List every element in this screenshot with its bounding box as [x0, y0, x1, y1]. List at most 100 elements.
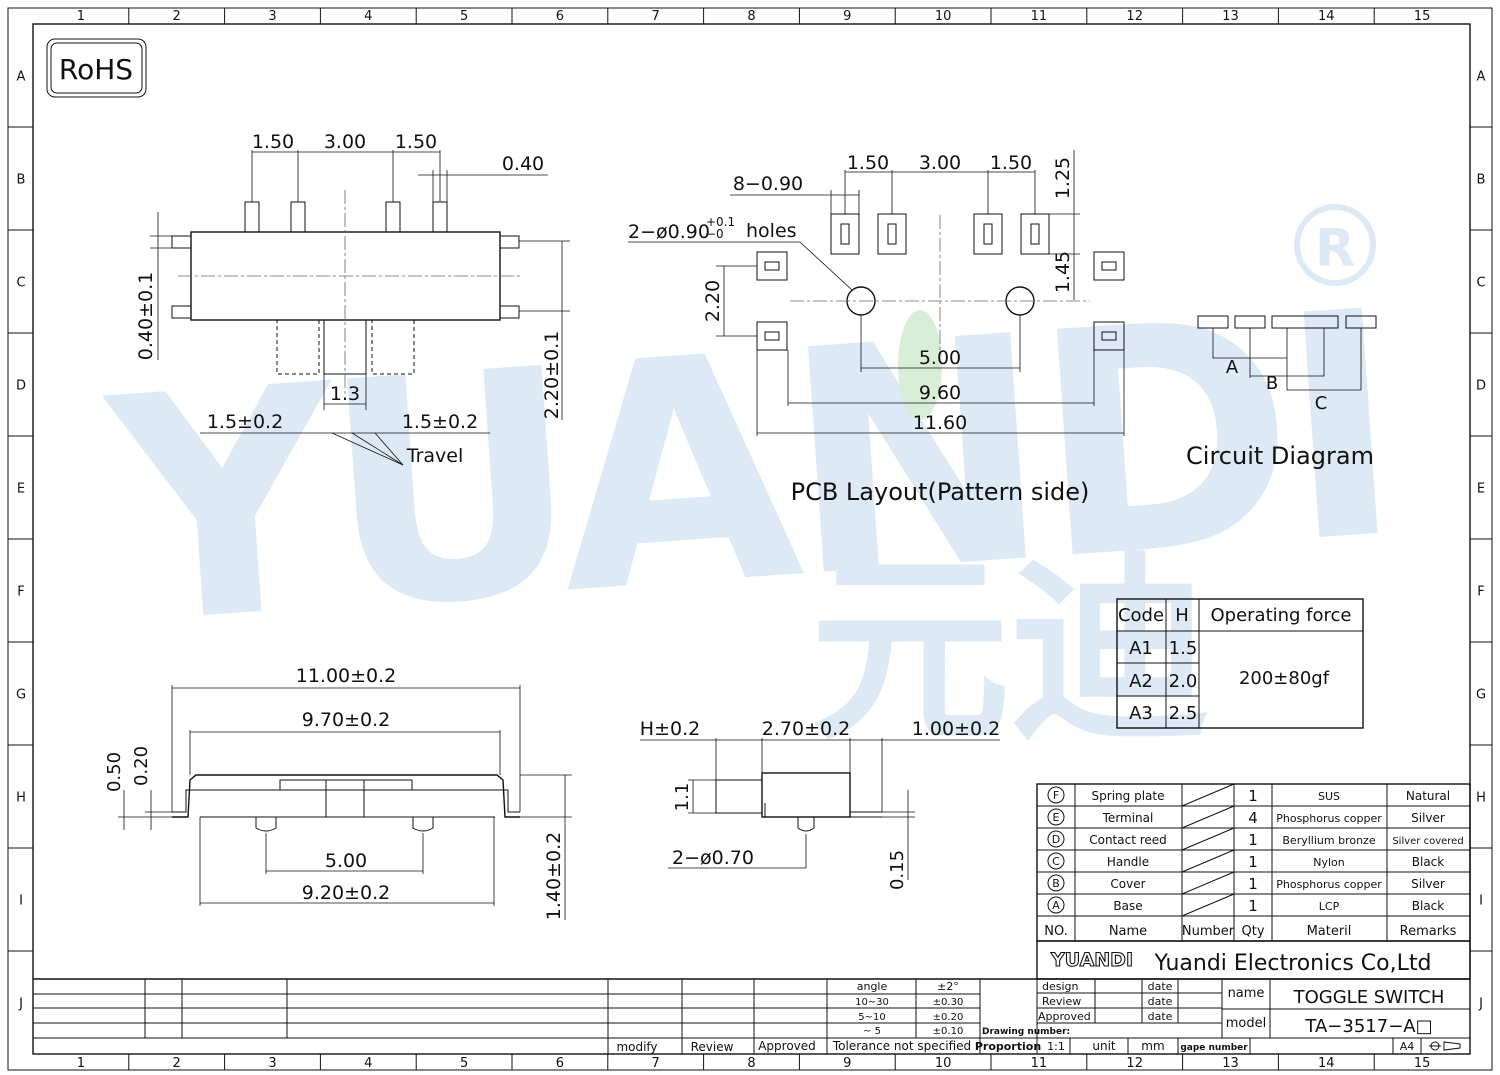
top-dim-3: 1.50: [395, 131, 437, 153]
side-dim-v3: 1.40±0.2: [543, 832, 565, 920]
rohs-badge: RoHS: [46, 38, 147, 98]
end-dim-w2: 1.00±0.2: [912, 718, 1000, 740]
column-marker: 7: [652, 1056, 660, 1071]
column-marker: 11: [1031, 9, 1048, 24]
force-value: 200±80gf: [1239, 668, 1330, 689]
row-marker: B: [17, 173, 26, 188]
column-marker: 1: [77, 9, 85, 24]
rev-review: Review: [691, 1040, 734, 1054]
tb-proportion: Proportion: [975, 1040, 1041, 1053]
column-marker: 11: [1031, 1056, 1048, 1071]
row-marker: D: [16, 379, 26, 394]
bom-mark-circle-icon: [1047, 786, 1065, 804]
top-dim-2: 3.00: [324, 131, 366, 153]
pcb-holes-word: holes: [746, 220, 797, 242]
bom-mark-circle-icon: [1047, 896, 1065, 914]
row-marker: I: [19, 894, 23, 909]
bom-mark: D: [1052, 833, 1060, 846]
top-travel-label: Travel: [406, 445, 463, 467]
pcb-holes: 2−ø0.90: [628, 221, 710, 243]
bom-qty: 1: [1248, 875, 1258, 893]
column-marker: 9: [843, 9, 851, 24]
tb-model-value: TA−3517−A□: [1304, 1016, 1432, 1037]
watermark-leaf: [898, 310, 942, 420]
bom-material: Phosphorus copper: [1276, 878, 1382, 891]
tol-range-3: ~ 5: [863, 1026, 881, 1037]
watermark-cn: 元迪: [810, 535, 1210, 768]
column-marker: 9: [843, 1056, 851, 1071]
tol-angle-value: ±2°: [937, 980, 959, 993]
tb-date: date: [1148, 1010, 1173, 1023]
tb-review: Review: [1042, 995, 1081, 1008]
tb-unit-value: mm: [1141, 1039, 1164, 1053]
pcb-dim-2: 3.00: [919, 152, 961, 174]
pcb-width-3: 11.60: [913, 412, 967, 434]
bom-remarks: Silver: [1411, 811, 1445, 825]
row-marker: F: [1477, 585, 1484, 600]
column-marker: 6: [556, 1056, 564, 1071]
bom-material: SUS: [1318, 790, 1340, 803]
rev-approved: Approved: [758, 1039, 816, 1053]
bom-header-name: Name: [1109, 924, 1147, 939]
bom-material: LCP: [1319, 900, 1340, 913]
side-view: 11.00±0.2 9.70±0.2 5.00 9.20±0.2 0.50 0.…: [104, 665, 572, 920]
top-view: 1.50 3.00 1.50 0.40 0.40±0.1 2.20±0.1 1.…: [135, 131, 570, 467]
column-marker: 10: [935, 9, 952, 24]
column-marker: 7: [652, 9, 660, 24]
tol-footer: Tolerance not specified: [832, 1039, 971, 1053]
bom-header-remarks: Remarks: [1400, 924, 1457, 939]
tb-gape-number: gape number: [1180, 1043, 1248, 1053]
top-dim-right: 2.20±0.1: [541, 331, 563, 419]
column-marker: 6: [556, 9, 564, 24]
end-view: H±0.2 2.70±0.2 1.00±0.2 1.1 2−ø0.70 0.15: [640, 718, 1000, 890]
column-marker: 15: [1414, 9, 1431, 24]
bom-name: Spring plate: [1092, 789, 1165, 803]
company-name: Yuandi Electronics Co,Ltd: [1154, 951, 1432, 976]
watermark-registered-icon: [1294, 204, 1376, 286]
pcb-dim-3: 1.50: [990, 152, 1032, 174]
pcb-width-2: 9.60: [919, 382, 961, 404]
end-dim-h: H±0.2: [640, 718, 700, 740]
bom-name: Contact reed: [1089, 833, 1167, 847]
pcb-caption: PCB Layout(Pattern side): [791, 478, 1090, 506]
side-width-4: 9.20±0.2: [302, 882, 390, 904]
pcb-holes-tol-down: −0: [706, 227, 724, 241]
row-marker: J: [1478, 997, 1483, 1012]
circuit-diagram: A B C Circuit Diagram: [1186, 315, 1377, 470]
pcb-layout: 1.50 3.00 1.50 8−0.90 2−ø0.90 +0.1 −0 ho…: [628, 150, 1125, 506]
tb-date: date: [1148, 995, 1173, 1008]
circuit-caption: Circuit Diagram: [1186, 442, 1374, 470]
row-marker: J: [18, 997, 23, 1012]
tb-date: date: [1148, 980, 1173, 993]
tb-paper-size: A4: [1400, 1040, 1415, 1053]
bom-remarks: Natural: [1406, 789, 1450, 803]
side-dim-v2: 0.20: [131, 746, 152, 786]
column-marker: 4: [364, 9, 372, 24]
column-marker: 5: [460, 1056, 468, 1071]
bom-header-no: NO.: [1044, 924, 1068, 939]
rev-modify: modify: [616, 1040, 657, 1054]
force-row-h: 2.5: [1169, 703, 1198, 724]
force-header-code: Code: [1118, 605, 1164, 626]
tb-unit: unit: [1092, 1039, 1116, 1053]
bom-mark-circle-icon: [1047, 874, 1065, 892]
side-width-3: 5.00: [325, 850, 367, 872]
bom-qty: 1: [1248, 897, 1258, 915]
bom-mark: F: [1053, 789, 1059, 802]
tb-name-value: TOGGLE SWITCH: [1293, 987, 1445, 1008]
force-header-h: H: [1175, 605, 1189, 626]
top-dim-mid: 1.3: [330, 383, 360, 405]
bom-qty: 4: [1248, 809, 1258, 827]
bom-material: Beryllium bronze: [1282, 834, 1375, 847]
tol-range-2-value: ±0.20: [933, 1012, 964, 1023]
top-dim-4: 0.40: [502, 153, 544, 175]
